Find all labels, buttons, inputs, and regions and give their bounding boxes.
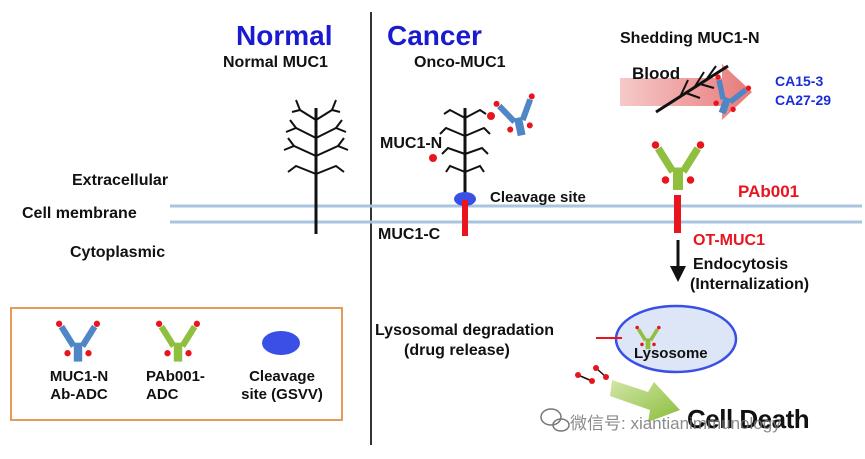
- muc1n-label: MUC1-N: [380, 135, 443, 152]
- ot-muc1-segment: [674, 195, 681, 233]
- cancer-title: Cancer: [387, 20, 482, 51]
- muc1n-adc-bound: [493, 92, 543, 140]
- endocytosis-label: Endocytosis: [693, 256, 789, 273]
- legend-muc1n-adc-label: MUC1-N Ab-ADC: [24, 368, 134, 404]
- muc1c-label: MUC1-C: [378, 226, 441, 243]
- extracellular-label: Extracellular: [72, 172, 169, 189]
- legend-cleavage-label: Cleavage site (GSVV): [230, 368, 334, 404]
- cell-death-arrow: [610, 380, 680, 422]
- ca153-label: CA15-3: [775, 73, 824, 89]
- legend-pab001-adc-line1: PAb001-: [146, 368, 205, 385]
- cleavage-site-marker: [454, 192, 476, 206]
- pab001-label: PAb001: [738, 182, 800, 201]
- normal-title: Normal: [236, 20, 333, 51]
- cell-death-label: Cell Death: [687, 404, 810, 434]
- endocytosis-arrow: [670, 240, 686, 282]
- legend-muc1n-adc-line2: Ab-ADC: [50, 386, 108, 403]
- drug-release-label: (drug release): [404, 342, 510, 359]
- ca2729-label: CA27-29: [775, 92, 832, 108]
- shed-muc1-tree: [655, 64, 729, 114]
- muc1-c-segment: [462, 200, 468, 236]
- lysosomal-degradation-label: Lysosomal degradation: [375, 322, 554, 339]
- cleavage-site-label: Cleavage site: [490, 189, 586, 206]
- legend-cleavage-icon: [262, 331, 300, 355]
- lysosome-label: Lysosome: [634, 345, 708, 362]
- normal-muc1-tree: [283, 99, 349, 234]
- wechat-icon: [540, 408, 570, 432]
- pab001-adc-bound: [651, 141, 705, 190]
- normal-subtitle: Normal MUC1: [223, 54, 328, 71]
- blood-label: Blood: [632, 64, 681, 83]
- cell-membrane-label: Cell membrane: [22, 205, 137, 222]
- drug-payload-dot: [429, 154, 437, 162]
- legend-muc1n-adc-line1: MUC1-N: [49, 368, 109, 385]
- shedding-label: Shedding MUC1-N: [620, 30, 760, 47]
- watermark-text: 微信号: xiantianimmunology: [570, 414, 781, 433]
- cytoplasmic-label: Cytoplasmic: [70, 244, 166, 261]
- onco-muc1-tree: [439, 108, 491, 196]
- cancer-subtitle: Onco-MUC1: [414, 54, 506, 71]
- ot-muc1-label: OT-MUC1: [693, 232, 765, 249]
- internalization-label: (Internalization): [690, 276, 810, 293]
- lysosome: [614, 304, 738, 374]
- legend-cleavage-line1: Cleavage: [249, 368, 315, 385]
- drug-payload-dot: [487, 112, 495, 120]
- legend-cleavage-line2: site (GSVV): [241, 386, 323, 403]
- cell-membrane-line: [170, 204, 862, 224]
- legend-pab001-adc-label: PAb001- ADC: [146, 368, 226, 404]
- legend-box: [10, 307, 343, 421]
- released-drug: [575, 365, 609, 384]
- legend-pab001-adc-line2: ADC: [146, 386, 179, 403]
